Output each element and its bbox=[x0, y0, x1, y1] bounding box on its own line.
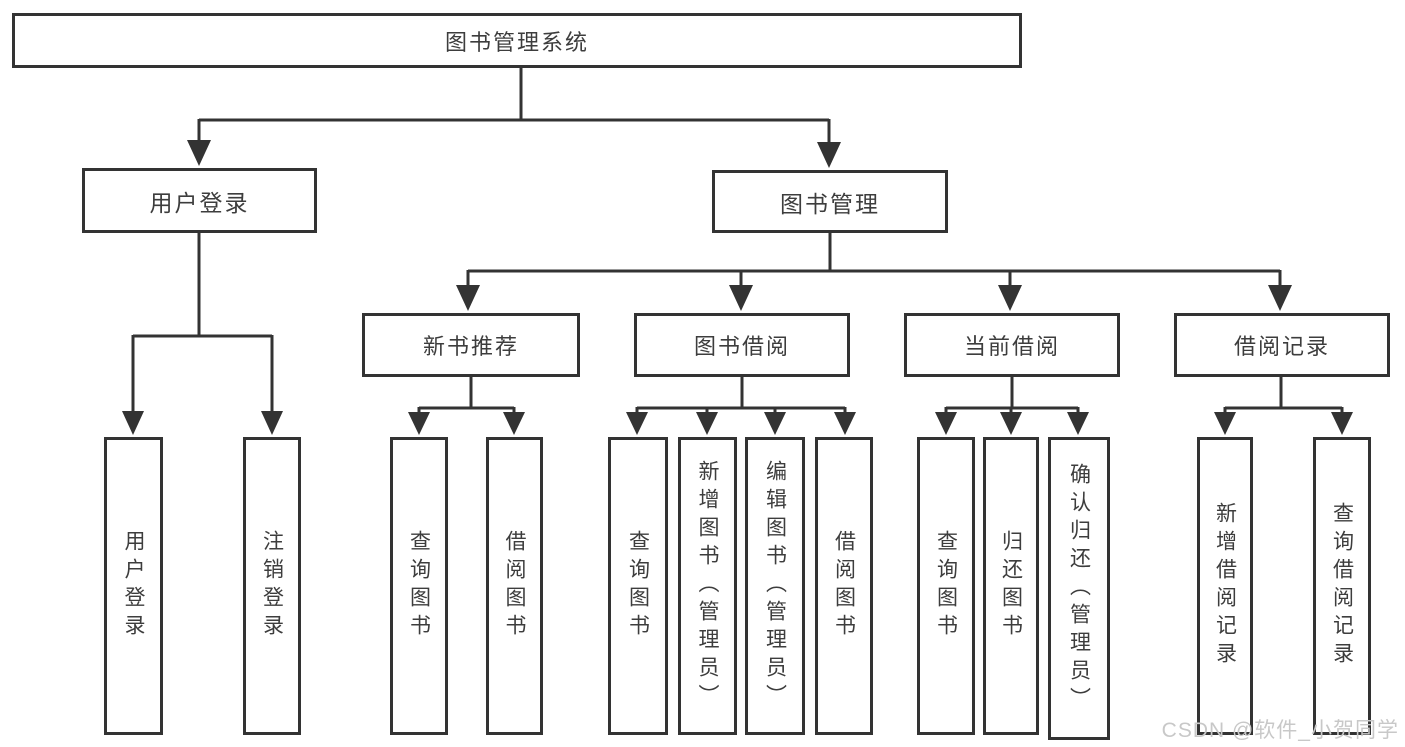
node-borrow-books-recommend: 借阅图书 bbox=[486, 437, 543, 735]
node-query-books-recommend: 查询图书 bbox=[390, 437, 448, 735]
node-current-borrowing: 当前借阅 bbox=[904, 313, 1120, 377]
node-label: 用户登录 bbox=[122, 530, 145, 642]
node-edit-books-admin: 编辑图书（管理员） bbox=[745, 437, 805, 735]
node-user-login: 用户登录 bbox=[82, 168, 317, 233]
node-add-books-admin: 新增图书（管理员） bbox=[678, 437, 737, 735]
node-query-books-borrowing: 查询图书 bbox=[608, 437, 668, 735]
node-label: 注销登录 bbox=[260, 530, 284, 642]
node-label: 归还图书 bbox=[999, 530, 1023, 642]
node-borrow-books-leaf: 借阅图书 bbox=[815, 437, 873, 735]
node-user-login-leaf: 用户登录 bbox=[104, 437, 163, 735]
node-return-books: 归还图书 bbox=[983, 437, 1039, 735]
node-new-book-recommendation: 新书推荐 bbox=[362, 313, 580, 377]
arrowheads bbox=[122, 140, 1353, 435]
node-label: 借阅图书 bbox=[832, 530, 856, 642]
node-label: 查询图书 bbox=[934, 530, 958, 642]
node-label: 查询借阅记录 bbox=[1330, 502, 1354, 670]
node-query-borrow-record: 查询借阅记录 bbox=[1313, 437, 1371, 735]
node-book-management: 图书管理 bbox=[712, 170, 948, 233]
node-label: 新增借阅记录 bbox=[1213, 502, 1237, 670]
node-logout: 注销登录 bbox=[243, 437, 301, 735]
node-label: 查询图书 bbox=[626, 530, 650, 642]
node-confirm-return-admin: 确认归还（管理员） bbox=[1048, 437, 1110, 740]
node-add-borrow-record: 新增借阅记录 bbox=[1197, 437, 1253, 735]
node-label: 查询图书 bbox=[407, 530, 431, 642]
watermark: CSDN @软件_小贺同学 bbox=[1161, 719, 1399, 742]
node-label: 借阅图书 bbox=[503, 530, 526, 642]
node-book-borrowing: 图书借阅 bbox=[634, 313, 850, 377]
node-borrowing-records: 借阅记录 bbox=[1174, 313, 1390, 377]
node-label: 新增图书（管理员） bbox=[696, 460, 719, 712]
node-label: 确认归还（管理员） bbox=[1067, 462, 1091, 715]
node-library-management-system: 图书管理系统 bbox=[12, 13, 1022, 68]
node-label: 编辑图书（管理员） bbox=[763, 460, 787, 712]
node-query-books-current: 查询图书 bbox=[917, 437, 975, 735]
